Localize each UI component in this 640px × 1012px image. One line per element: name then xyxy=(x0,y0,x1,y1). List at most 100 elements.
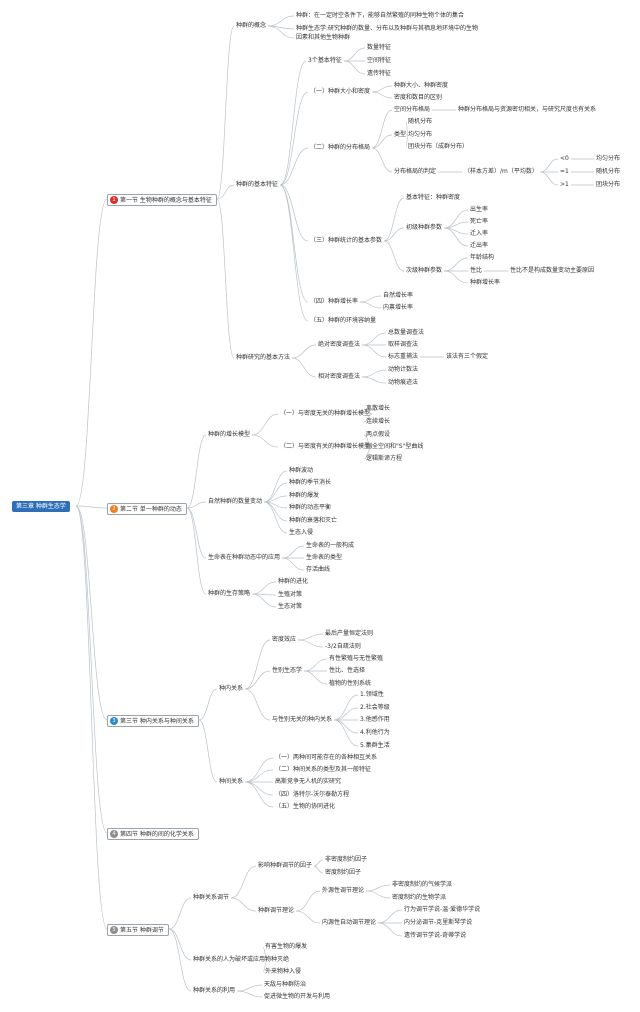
mind-map-node[interactable]: 随机分布 xyxy=(596,168,621,175)
mind-map-node[interactable]: 密度制约的生物学派 xyxy=(392,894,447,901)
mind-map-node[interactable]: 生命表的一般构成 xyxy=(306,542,355,549)
mind-map-node[interactable]: 高斯竞争无人机的实研究 xyxy=(275,778,342,785)
mind-map-node[interactable]: 空间分布格局 xyxy=(394,106,431,113)
mind-map-node[interactable]: 种群研究的基本方法 xyxy=(236,354,291,361)
mind-map-node[interactable]: 与性别无关的种内关系 xyxy=(272,716,333,723)
mind-map-node[interactable]: 种群：在一定时空条件下，能够自然繁殖的同种生物个体的集合 xyxy=(296,12,465,19)
mind-map-node[interactable]: 种间关系 xyxy=(219,778,244,785)
mind-map-node[interactable]: 非密度制约因子 xyxy=(325,856,368,863)
mind-map-node[interactable]: 性比、性选择 xyxy=(329,667,366,674)
mind-map-node[interactable]: 该法有三个假定 xyxy=(446,353,489,360)
mind-map-node[interactable]: <0 xyxy=(560,155,569,162)
mind-map-node[interactable]: 种群的生存策略 xyxy=(208,590,251,597)
mind-map-node[interactable]: 性别生态学 xyxy=(272,667,303,674)
mind-map-node[interactable]: 种群增长率 xyxy=(470,279,501,286)
mind-map-node[interactable]: 死亡率 xyxy=(470,218,489,225)
mind-map-node[interactable]: 年龄结构 xyxy=(470,254,495,261)
mind-map-node[interactable]: 生命表在种群动态中的应用 xyxy=(208,554,281,561)
mind-map-node[interactable]: 自然增长率 xyxy=(383,292,414,299)
mind-map-node[interactable]: 逻辑斯谛方程 xyxy=(366,455,403,462)
mind-map-node[interactable]: 有性繁殖与无性繁殖 xyxy=(329,655,384,662)
mind-map-node[interactable]: 种群的动态平衡 xyxy=(289,504,332,511)
mind-map-node[interactable]: （五）生物的协同进化 xyxy=(275,803,336,810)
mind-map-node[interactable]: 性比不是构成数量变动主要原因 xyxy=(510,267,595,274)
mind-map-node[interactable]: 动物痕迹法 xyxy=(388,379,419,386)
mind-map-node[interactable]: 迁入率 xyxy=(470,230,489,237)
mind-map-node[interactable]: 物种灭绝 xyxy=(265,956,290,963)
mind-map-node[interactable]: 自然种群的数量变动 xyxy=(208,498,263,505)
mind-map-node[interactable]: 5.集群生活 xyxy=(360,742,390,749)
mind-map-node[interactable]: 最后产量恒定法则 xyxy=(325,630,374,637)
mind-map-node[interactable]: 取样调查法 xyxy=(388,341,419,348)
mind-map-node[interactable]: 4.利他行为 xyxy=(360,729,390,736)
mind-map-node[interactable]: 2.社会等级 xyxy=(360,704,390,711)
mind-map-node[interactable]: 非密度制约的气候学派 xyxy=(392,881,453,888)
root-topic[interactable]: 第三章 种群生态学 xyxy=(12,501,70,512)
mind-map-node[interactable]: 相对密度调查法 xyxy=(318,373,361,380)
mind-map-node[interactable]: 1.领域性 xyxy=(360,691,384,698)
mind-map-node[interactable]: （五）种群的环境容纳量 xyxy=(310,317,377,324)
mind-map-node[interactable]: （三）种群统计的基本参数 xyxy=(310,237,383,244)
mind-map-node[interactable]: 种群的增长模型 xyxy=(208,431,251,438)
mind-map-node[interactable]: 类型 xyxy=(394,131,407,138)
mind-map-node[interactable]: 迁出率 xyxy=(470,242,489,249)
mind-map-node[interactable]: 种群生态学:研究种群的数量、分布以及种群与其栖息地环境中的生物 xyxy=(296,25,479,32)
mind-map-node[interactable]: 天敌与种群防治 xyxy=(264,981,307,988)
mind-map-node[interactable]: 种群关系的利用 xyxy=(193,987,236,994)
mind-map-node[interactable]: =1 xyxy=(560,168,569,175)
mind-map-node[interactable]: 生态对策 xyxy=(278,603,303,610)
mind-map-node[interactable]: 动物计数法 xyxy=(388,366,419,373)
mind-map-node[interactable]: 促进微生物的开发与利用 xyxy=(264,993,331,1000)
mind-map-node[interactable]: 均匀分布 xyxy=(408,131,433,138)
mind-map-node[interactable]: 均匀分布 xyxy=(596,155,621,162)
mind-map-node[interactable]: （二）与密度有关的种群增长模型 xyxy=(280,443,371,450)
mind-map-node[interactable]: 空间特征 xyxy=(367,57,392,64)
mind-map-node[interactable]: （一）两种间可能存在的各种相互关系 xyxy=(275,754,378,761)
mind-map-node[interactable]: 次级种群参数 xyxy=(406,267,443,274)
mind-map-node[interactable]: 3个基本特征 xyxy=(308,57,342,64)
mind-map-node[interactable]: >1 xyxy=(560,181,569,188)
mind-map-node[interactable]: 植物的性别系统 xyxy=(329,680,372,687)
mind-map-node[interactable]: 种群调节理论 xyxy=(258,907,295,914)
mind-map-node[interactable]: 因素和其他生物种群 xyxy=(296,34,351,41)
mind-map-node[interactable]: 内分泌调节-克里斯琴学说 xyxy=(404,919,473,926)
mind-map-node[interactable]: （样本方差）/m（平均数） xyxy=(464,168,538,175)
mind-map-node[interactable]: 种群波动 xyxy=(289,467,314,474)
mind-map-node[interactable]: 种群大小、种群密度 xyxy=(394,82,449,89)
mind-map-node[interactable]: 种群的季节消长 xyxy=(289,479,332,486)
mind-map-node[interactable]: 遗传调节学说-奇蒂学说 xyxy=(404,932,467,939)
mind-map-node[interactable]: -3/2自疏法则 xyxy=(325,643,361,650)
mind-map-node[interactable]: 绝对密度调查法 xyxy=(318,341,361,348)
mind-map-node[interactable]: 分布格局的判定 xyxy=(394,168,437,175)
mind-map-node[interactable]: 团块分布 xyxy=(596,181,621,188)
mind-map-node[interactable]: 生命表的类型 xyxy=(306,554,343,561)
mind-map-node[interactable]: 3.他感作用 xyxy=(360,716,390,723)
mind-map-node[interactable]: （一）与密度无关的种群增长模型 xyxy=(280,410,371,417)
mind-map-node[interactable]: 连续增长 xyxy=(366,418,391,425)
mind-map-node[interactable]: 影响种群调节的因子 xyxy=(258,862,313,869)
mind-map-node[interactable]: （一）种群大小和密度 xyxy=(310,88,371,95)
mind-map-node[interactable]: 种群的爆发 xyxy=(289,492,320,499)
mind-map-node[interactable]: 标志重捕法 xyxy=(388,353,419,360)
mind-map-node[interactable]: 生态入侵 xyxy=(289,529,314,536)
mind-map-node[interactable]: （二）种间关系的类型及其一般特征 xyxy=(275,766,372,773)
mind-map-node[interactable]: 外源性调节理论 xyxy=(322,887,365,894)
mind-map-node[interactable]: 种群关系调节 xyxy=(193,894,230,901)
mind-map-node[interactable]: 出生率 xyxy=(470,206,489,213)
mind-map-node[interactable]: 行为调节学说-温·爱德华学说 xyxy=(404,906,481,913)
mind-map-node[interactable]: 随机分布 xyxy=(408,118,433,125)
mind-map-node[interactable]: 基本特征：种群密度 xyxy=(406,194,461,201)
mind-map-node[interactable]: 种群的进化 xyxy=(278,578,309,585)
mind-map-node[interactable]: 两点假设 xyxy=(366,431,391,438)
mind-map-node[interactable]: 团块分布（成群分布） xyxy=(408,143,469,150)
mind-map-node[interactable]: 种群关系的人为破坏或应用 xyxy=(193,956,266,963)
mind-map-node[interactable]: 种群的基本特征 xyxy=(236,181,279,188)
mind-map-node[interactable]: 种群分布格局与资源密切相关，与研究尺度也有关系 xyxy=(458,106,597,113)
mind-map-node[interactable]: 种群的衰落和灭亡 xyxy=(289,517,338,524)
mind-map-node[interactable]: （二）种群的分布格局 xyxy=(310,144,371,151)
mind-map-node[interactable]: 种内关系 xyxy=(219,685,244,692)
mind-map-node[interactable]: 密度和数目的区别 xyxy=(394,94,443,101)
